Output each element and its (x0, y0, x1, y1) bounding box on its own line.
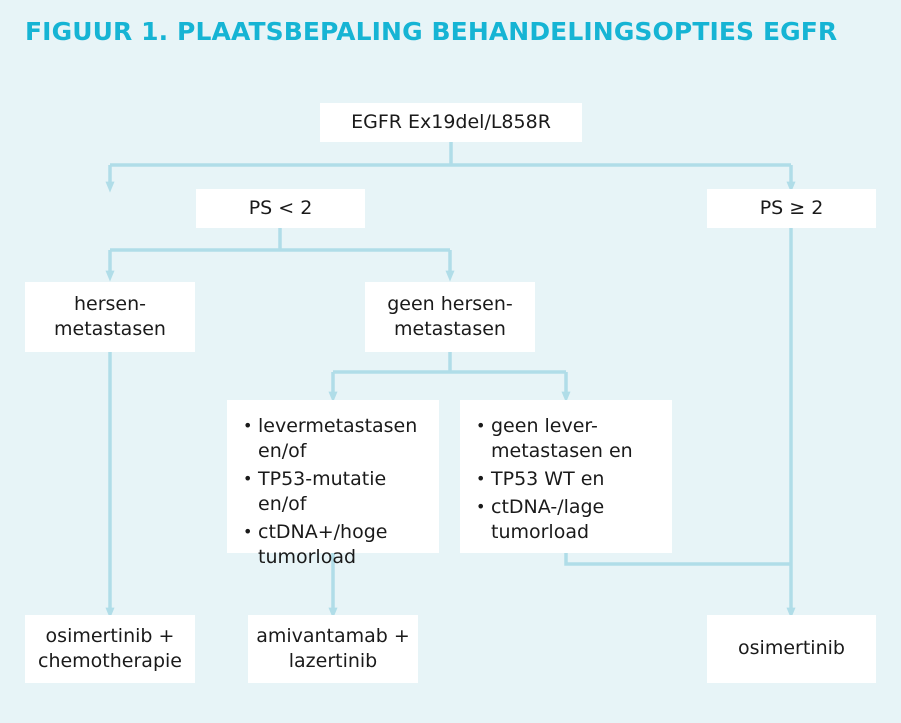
list-item: ctDNA-/lage tumorload (474, 495, 658, 545)
node-treatment-amivantamab-lazertinib[interactable]: amivantamab + lazertinib (248, 615, 418, 683)
liver-positive-list: levermetastasen en/of TP53-mutatie en/of… (241, 414, 425, 570)
node-ps-greater-equal-2[interactable]: PS ≥ 2 (707, 189, 876, 228)
node-egfr-mutation[interactable]: EGFR Ex19del/L858R (320, 103, 582, 142)
node-liver-negative-criteria[interactable]: geen lever- metastasen en TP53 WT en ctD… (460, 400, 672, 553)
node-brain-metastases[interactable]: hersen- metastasen (25, 282, 195, 352)
node-no-brain-metastases[interactable]: geen hersen- metastasen (365, 282, 535, 352)
node-ps-less-than-2[interactable]: PS < 2 (196, 189, 365, 228)
node-brain-metastases-label: hersen- metastasen (54, 292, 166, 340)
node-liver-positive-criteria[interactable]: levermetastasen en/of TP53-mutatie en/of… (227, 400, 439, 568)
node-ps-greater-equal-2-label: PS ≥ 2 (759, 196, 824, 219)
edge-liverneg-to-trunk (564, 553, 791, 566)
list-item: levermetastasen en/of (241, 414, 425, 464)
list-item: ctDNA+/hoge tumorload (241, 520, 425, 570)
liver-negative-list: geen lever- metastasen en TP53 WT en ctD… (474, 414, 658, 545)
node-ps-less-than-2-label: PS < 2 (248, 196, 313, 219)
node-egfr-mutation-label: EGFR Ex19del/L858R (351, 110, 551, 133)
node-no-brain-metastases-label: geen hersen- metastasen (387, 292, 513, 340)
list-item: TP53-mutatie en/of (241, 467, 425, 517)
list-item: geen lever- metastasen en (474, 414, 658, 464)
node-treatment-osimertinib-label: osimertinib (738, 637, 845, 660)
figure-title: FIGUUR 1. PLAATSBEPALING BEHANDELINGSOPT… (25, 17, 838, 46)
list-item: TP53 WT en (474, 467, 658, 492)
node-treatment-osimertinib-chemotherapy-label: osimertinib + chemotherapie (38, 624, 182, 672)
node-treatment-osimertinib-chemotherapy[interactable]: osimertinib + chemotherapie (25, 615, 195, 683)
node-treatment-amivantamab-lazertinib-label: amivantamab + lazertinib (256, 624, 410, 672)
node-treatment-osimertinib[interactable]: osimertinib (707, 615, 876, 683)
